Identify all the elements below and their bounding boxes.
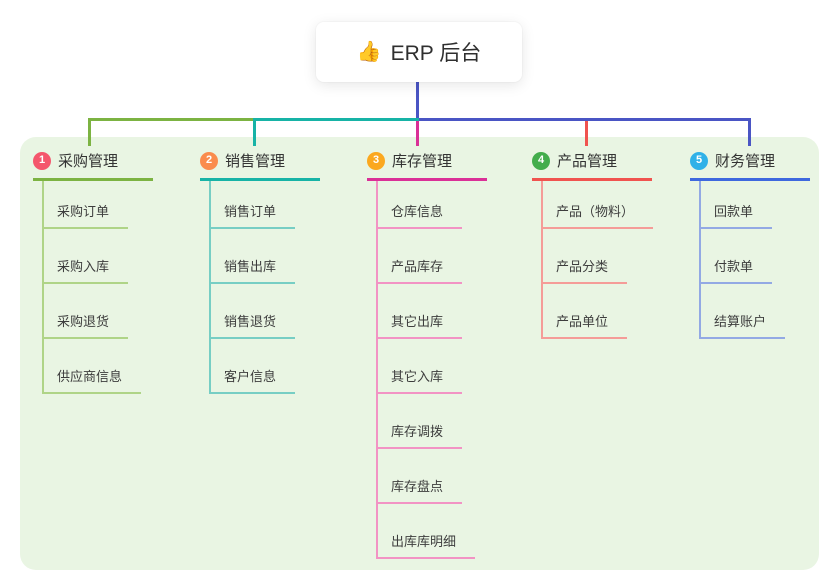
child-topic-label: 产品单位 (543, 311, 628, 339)
branch-number-badge: 3 (367, 151, 385, 170)
child-topic[interactable]: 其它入库 (378, 339, 487, 394)
branch-header[interactable]: 2 销售管理 (200, 150, 320, 181)
connector-bar-blue (419, 118, 751, 121)
connector-drop-branch-1 (88, 118, 91, 146)
child-topic-label: 采购入库 (44, 256, 129, 284)
connector-root-stem (416, 82, 419, 121)
child-topic-label: 销售订单 (211, 201, 296, 229)
branch-column: 3 库存管理 仓库信息 产品库存 其它出库 其它入库 库存调拨 库存盘点 出库库… (367, 150, 487, 559)
child-topic-label: 销售出库 (211, 256, 296, 284)
child-topic[interactable]: 结算账户 (701, 284, 810, 339)
branch-number-badge: 2 (200, 151, 218, 170)
child-topic[interactable]: 其它出库 (378, 284, 487, 339)
child-topic-label: 付款单 (701, 256, 773, 284)
connector-drop-branch-4 (585, 121, 588, 146)
child-topic-label: 产品库存 (378, 256, 463, 284)
branch-title: 销售管理 (225, 153, 286, 170)
branch-number-badge: 5 (690, 151, 708, 170)
branch-title: 库存管理 (392, 153, 453, 170)
branch-children: 采购订单 采购入库 采购退货 供应商信息 (42, 181, 153, 394)
child-topic[interactable]: 付款单 (701, 229, 810, 284)
branch-title: 财务管理 (715, 153, 776, 170)
branches-container: 1 采购管理 采购订单 采购入库 采购退货 供应商信息 2 销售管理 销售订单 … (20, 137, 819, 570)
child-topic-label: 出库库明细 (378, 531, 476, 559)
child-topic[interactable]: 销售出库 (211, 229, 320, 284)
branch-number-badge: 4 (532, 151, 550, 170)
child-topic-label: 客户信息 (211, 366, 296, 394)
branch-column: 2 销售管理 销售订单 销售出库 销售退货 客户信息 (200, 150, 320, 394)
branch-header[interactable]: 1 采购管理 (33, 150, 153, 181)
branch-column: 1 采购管理 采购订单 采购入库 采购退货 供应商信息 (33, 150, 153, 394)
child-topic[interactable]: 客户信息 (211, 339, 320, 394)
child-topic-label: 仓库信息 (378, 201, 463, 229)
branch-children: 销售订单 销售出库 销售退货 客户信息 (209, 181, 320, 394)
child-topic[interactable]: 产品（物料） (543, 181, 654, 229)
connector-drop-branch-3 (416, 121, 419, 146)
child-topic-label: 库存调拨 (378, 421, 463, 449)
child-topic[interactable]: 仓库信息 (378, 181, 487, 229)
branch-title: 产品管理 (557, 153, 618, 170)
branch-header[interactable]: 3 库存管理 (367, 150, 487, 181)
child-topic-label: 采购退货 (44, 311, 129, 339)
child-topic-label: 回款单 (701, 201, 773, 229)
branch-header[interactable]: 4 产品管理 (532, 150, 652, 181)
connector-bar-green (88, 118, 253, 121)
branch-children: 回款单 付款单 结算账户 (699, 181, 810, 339)
connector-bar-teal (253, 118, 419, 121)
child-topic[interactable]: 产品单位 (543, 284, 652, 339)
child-topic[interactable]: 销售退货 (211, 284, 320, 339)
branch-number-badge: 1 (33, 151, 51, 170)
child-topic[interactable]: 库存调拨 (378, 394, 487, 449)
connector-drop-branch-2 (253, 118, 256, 146)
child-topic[interactable]: 销售订单 (211, 181, 320, 229)
child-topic[interactable]: 回款单 (701, 181, 810, 229)
child-topic-label: 产品分类 (543, 256, 628, 284)
child-topic[interactable]: 采购入库 (44, 229, 153, 284)
root-node[interactable]: 👍 ERP 后台 (316, 22, 522, 82)
branch-title: 采购管理 (58, 153, 119, 170)
thumbs-up-icon: 👍 (356, 41, 382, 63)
child-topic-label: 销售退货 (211, 311, 296, 339)
branch-children: 产品（物料） 产品分类 产品单位 (541, 181, 654, 339)
branch-column: 4 产品管理 产品（物料） 产品分类 产品单位 (532, 150, 654, 339)
child-topic[interactable]: 采购退货 (44, 284, 153, 339)
branch-header[interactable]: 5 财务管理 (690, 150, 810, 181)
child-topic-label: 其它入库 (378, 366, 463, 394)
branch-column: 5 财务管理 回款单 付款单 结算账户 (690, 150, 810, 339)
connector-drop-branch-5 (748, 118, 751, 146)
child-topic-label: 库存盘点 (378, 476, 463, 504)
child-topic[interactable]: 产品分类 (543, 229, 652, 284)
child-topic-label: 产品（物料） (543, 201, 654, 229)
child-topic[interactable]: 出库库明细 (378, 504, 487, 559)
child-topic[interactable]: 产品库存 (378, 229, 487, 284)
child-topic-label: 结算账户 (701, 311, 786, 339)
child-topic-label: 采购订单 (44, 201, 129, 229)
child-topic[interactable]: 采购订单 (44, 181, 153, 229)
child-topic[interactable]: 供应商信息 (44, 339, 153, 394)
child-topic[interactable]: 库存盘点 (378, 449, 487, 504)
child-topic-label: 其它出库 (378, 311, 463, 339)
branch-children: 仓库信息 产品库存 其它出库 其它入库 库存调拨 库存盘点 出库库明细 (376, 181, 487, 559)
root-title: ERP 后台 (390, 42, 482, 65)
child-topic-label: 供应商信息 (44, 366, 142, 394)
